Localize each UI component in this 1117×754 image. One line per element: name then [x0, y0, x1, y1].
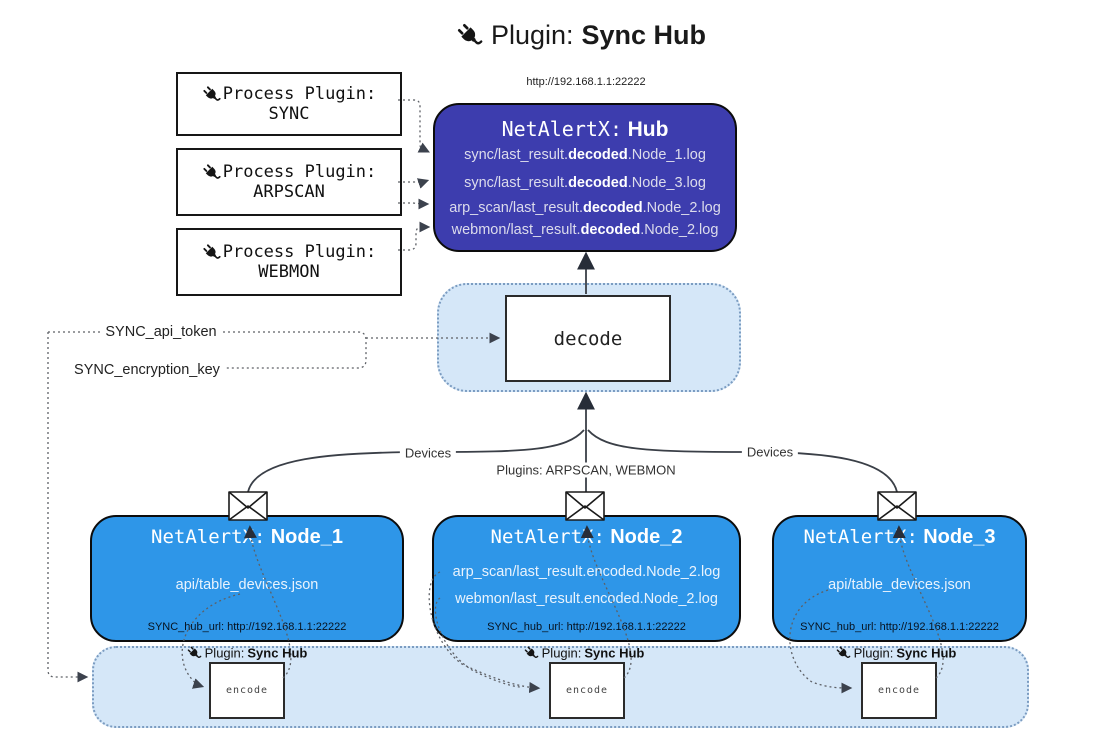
- edge-arpscan-to-hub-2: [398, 198, 430, 210]
- process-plugin-name: WEBMON: [258, 262, 320, 282]
- process-plugin-name: ARPSCAN: [253, 182, 325, 202]
- hub-title: NetAlertX: Hub: [435, 117, 735, 142]
- edge-arpscan-to-hub-1: [398, 178, 430, 189]
- node-hub-url: SYNC_hub_url: http://192.168.1.1:22222: [800, 621, 999, 633]
- node-title: NetAlertX: Node_2: [490, 526, 683, 548]
- hub-title-name: Hub: [627, 118, 669, 141]
- page-title-label: Plugin:: [490, 20, 574, 50]
- process-plugin-label: Process Plugin:: [222, 162, 377, 182]
- edge-config-to-band: [47, 332, 89, 683]
- devices-label-right: Devices: [741, 444, 799, 460]
- plug-icon: [202, 163, 221, 182]
- sync-api-token-label: SYNC_api_token: [100, 324, 222, 340]
- page-title-name: Sync Hub: [581, 20, 707, 50]
- band-plugin-label: Plugin:Sync Hub: [836, 645, 956, 661]
- devices-label-left: Devices: [399, 445, 457, 461]
- edge-sync-to-hub: [398, 99, 430, 153]
- node-file: arp_scan/last_result.encoded.Node_2.log: [452, 563, 721, 580]
- process-plugin-label: Process Plugin:: [222, 242, 377, 262]
- encode-box-node3: encode: [861, 662, 937, 719]
- plug-icon: [202, 85, 221, 104]
- plug-icon: [836, 646, 851, 661]
- hub-box: NetAlertX: Hub sync/last_result.decoded.…: [433, 103, 737, 252]
- node-title: NetAlertX: Node_3: [803, 526, 996, 548]
- plug-icon: [187, 646, 202, 661]
- edge-node3-to-decode: [587, 429, 898, 493]
- sync-encryption-key-label: SYNC_encryption_key: [69, 362, 225, 378]
- hub-title-label: NetAlertX:: [501, 117, 623, 141]
- decode-box: decode: [505, 295, 671, 382]
- plug-icon: [524, 646, 539, 661]
- node-hub-url: SYNC_hub_url: http://192.168.1.1:22222: [147, 621, 347, 633]
- node-file: webmon/last_result.encoded.Node_2.log: [455, 590, 718, 607]
- hub-log-line: sync/last_result.decoded.Node_1.log: [464, 147, 706, 163]
- hub-log-line: webmon/last_result.decoded.Node_2.log: [451, 222, 719, 238]
- node-box-node1: NetAlertX: Node_1 api/table_devices.json…: [90, 515, 404, 642]
- node-box-node2: NetAlertX: Node_2 arp_scan/last_result.e…: [432, 515, 741, 642]
- hub-log-line: sync/last_result.decoded.Node_3.log: [464, 175, 706, 191]
- plugins-edge-label: Plugins: ARPSCAN, WEBMON: [491, 462, 681, 478]
- node-title: NetAlertX: Node_1: [151, 526, 343, 548]
- process-plugin-name: SYNC: [268, 104, 310, 124]
- edge-webmon-to-hub: [398, 221, 431, 251]
- plug-icon: [456, 22, 483, 49]
- encode-box-node2: encode: [549, 662, 625, 719]
- band-plugin-label: Plugin:Sync Hub: [524, 645, 644, 661]
- band-plugin-label: Plugin:Sync Hub: [187, 645, 307, 661]
- node-box-node3: NetAlertX: Node_3 api/table_devices.json…: [772, 515, 1027, 642]
- hub-url: http://192.168.1.1:22222: [526, 76, 646, 88]
- page-title: Plugin: Sync Hub: [456, 20, 706, 51]
- encode-box-node1: encode: [209, 662, 285, 719]
- node-file: api/table_devices.json: [828, 577, 971, 593]
- plug-icon: [202, 243, 221, 262]
- node-hub-url: SYNC_hub_url: http://192.168.1.1:22222: [487, 621, 686, 633]
- node-file: api/table_devices.json: [175, 577, 319, 593]
- process-plugin-box-arpscan: Process Plugin: ARPSCAN: [176, 148, 402, 216]
- process-plugin-label: Process Plugin:: [222, 84, 377, 104]
- process-plugin-box-sync: Process Plugin: SYNC: [176, 72, 402, 136]
- process-plugin-box-webmon: Process Plugin: WEBMON: [176, 228, 402, 296]
- hub-log-line: arp_scan/last_result.decoded.Node_2.log: [449, 200, 721, 216]
- edge-node1-to-decode: [247, 429, 585, 493]
